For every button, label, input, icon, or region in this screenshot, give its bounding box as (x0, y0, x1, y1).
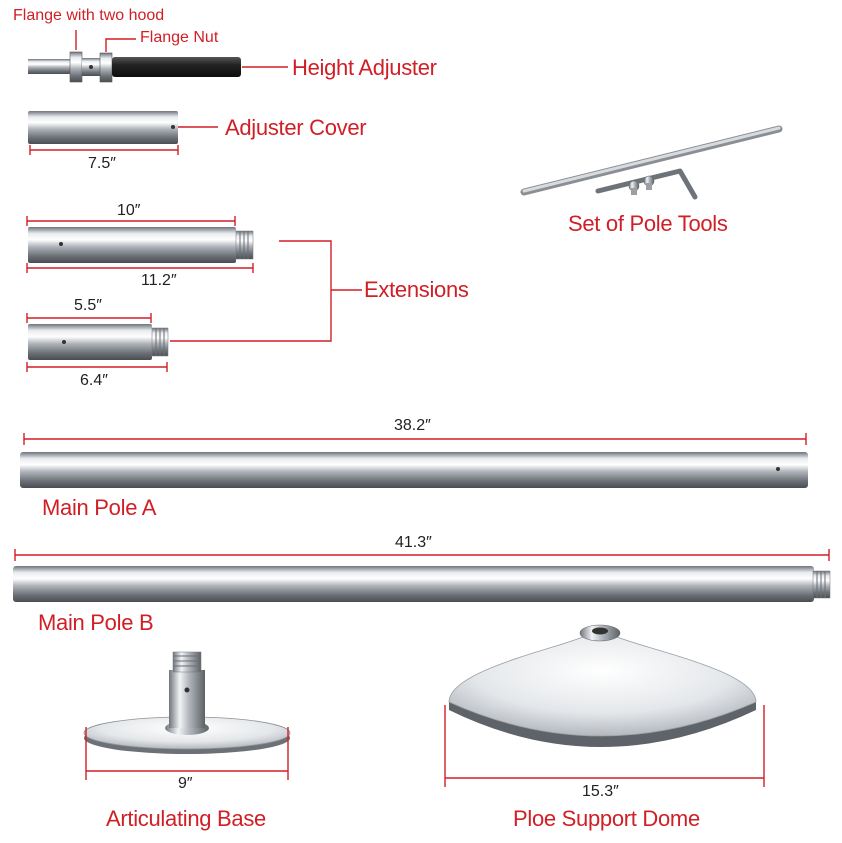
extension-short (28, 324, 169, 360)
adjuster-cover (28, 111, 178, 144)
extension-long (28, 227, 254, 263)
extension-short-total-length: 6.4″ (80, 372, 108, 389)
extension-long-inner-length: 10″ (117, 202, 141, 219)
main-pole-a-length: 38.2″ (394, 417, 431, 434)
extension-short-dimensions (26, 313, 168, 372)
adjuster-cover-dimension (29, 145, 179, 155)
flange-nut-label: Flange Nut (140, 29, 219, 46)
main-pole-a-dimension (23, 433, 807, 445)
articulating-base-length: 9″ (178, 775, 193, 792)
flange-two-hood-label: Flange with two hood (13, 7, 165, 24)
extensions-bracket (170, 240, 362, 342)
support-dome-dimension (444, 705, 765, 787)
main-pole-a-label: Main Pole A (42, 495, 157, 520)
height-adjuster (28, 51, 241, 83)
pole-tools-label: Set of Pole Tools (568, 211, 728, 236)
extension-short-inner-length: 5.5″ (74, 297, 102, 314)
pole-tools (520, 125, 783, 200)
main-pole-b (13, 566, 831, 602)
extension-long-total-length: 11.2″ (141, 272, 177, 289)
articulating-base-label: Articulating Base (106, 806, 266, 831)
main-pole-b-length: 41.3″ (395, 534, 432, 551)
main-pole-a (20, 452, 808, 488)
adjuster-cover-label: Adjuster Cover (225, 115, 367, 140)
height-adjuster-leaders (75, 30, 288, 68)
height-adjuster-label: Height Adjuster (292, 55, 437, 80)
support-dome-length: 15.3″ (582, 783, 619, 800)
main-pole-b-dimension (14, 549, 830, 561)
adjuster-cover-length: 7.5″ (88, 155, 116, 172)
support-dome (448, 624, 757, 747)
extension-long-dimensions (26, 216, 254, 273)
support-dome-label: Ploe Support Dome (513, 806, 700, 831)
main-pole-b-label: Main Pole B (38, 610, 154, 635)
articulating-base (83, 651, 291, 754)
extensions-label: Extensions (364, 277, 469, 302)
articulating-base-dimension (85, 727, 289, 780)
